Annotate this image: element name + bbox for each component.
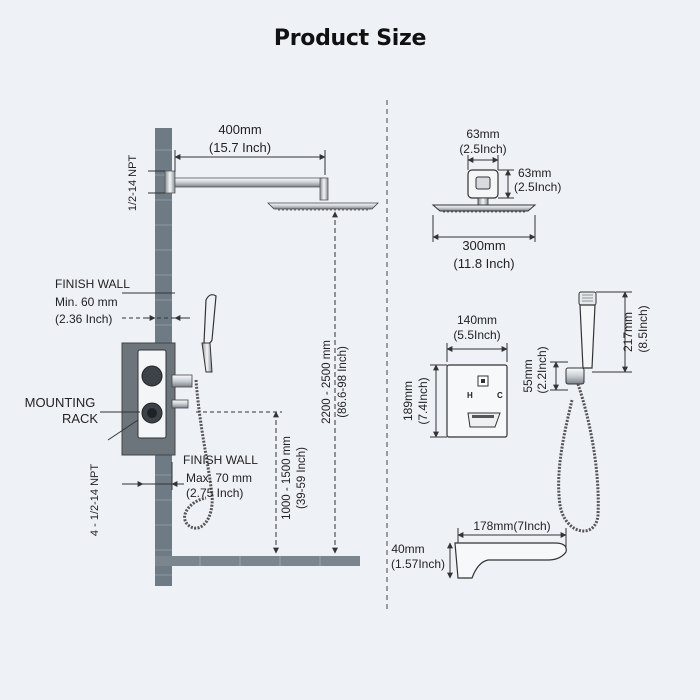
valve-mounting-box bbox=[121, 342, 193, 456]
holder-height-label: 55mm bbox=[521, 359, 535, 392]
plate-height-inch-label: (7.4Inch) bbox=[416, 377, 430, 424]
cold-indicator: C bbox=[497, 391, 503, 400]
flange-height-label: 63mm bbox=[518, 166, 551, 180]
flange-width-inch-label: (2.5Inch) bbox=[459, 142, 506, 156]
arm-length-label: 400mm bbox=[218, 122, 261, 137]
max-depth-inch-label: (2.75 Inch) bbox=[186, 486, 243, 500]
left-dimension-lines bbox=[100, 150, 338, 554]
tub-spout bbox=[454, 542, 567, 579]
mounting-rack-label-2: RACK bbox=[62, 411, 98, 426]
mounting-rack-label-1: MOUNTING bbox=[25, 395, 96, 410]
holder-height-inch-label: (2.2Inch) bbox=[535, 346, 549, 393]
hand-shower-front bbox=[557, 291, 600, 533]
hot-indicator: H bbox=[467, 391, 473, 400]
flange-width-label: 63mm bbox=[466, 127, 499, 141]
finish-wall-bottom-label: FINISH WALL bbox=[183, 453, 258, 467]
plate-width-label: 140mm bbox=[457, 313, 497, 327]
hand-shower-height-inch-label: (8.5Inch) bbox=[636, 305, 650, 352]
valve-height-inch-label: (39-59 Inch) bbox=[296, 447, 308, 509]
shower-arm-flange bbox=[467, 169, 499, 206]
rain-shower-head bbox=[164, 170, 379, 211]
plate-height-label: 189mm bbox=[401, 381, 415, 421]
bottom-npt-label: 4 - 1/2-14 NPT bbox=[89, 464, 101, 536]
top-npt-label: 1/2-14 NPT bbox=[127, 155, 139, 212]
arm-length-inch-label: (15.7 Inch) bbox=[209, 140, 271, 155]
head-width-label: 300mm bbox=[462, 238, 505, 253]
valve-trim-plate: H C bbox=[446, 364, 508, 438]
right-dimension-lines bbox=[430, 155, 632, 579]
spout-length-label: 178mm(7Inch) bbox=[473, 519, 550, 533]
flange-height-inch-label: (2.5Inch) bbox=[514, 180, 561, 194]
spout-height-inch-label: (1.57Inch) bbox=[391, 557, 445, 571]
head-height-inch-label: (86.6-98 Inch) bbox=[337, 346, 349, 418]
spout-height-label: 40mm bbox=[391, 542, 424, 556]
max-depth-label: Max. 70 mm bbox=[186, 471, 252, 485]
finish-wall-top-label: FINISH WALL bbox=[55, 277, 130, 291]
min-depth-label: Min. 60 mm bbox=[55, 295, 118, 309]
valve-height-label: 1000 - 1500 mm bbox=[281, 436, 293, 520]
page-title: Product Size bbox=[273, 26, 427, 51]
plate-width-inch-label: (5.5Inch) bbox=[453, 328, 500, 342]
head-width-inch-label: (11.8 Inch) bbox=[453, 256, 514, 271]
rain-shower-head-front bbox=[431, 204, 537, 213]
hand-shower-height-label: 217mm bbox=[621, 312, 635, 352]
hand-shower bbox=[183, 294, 217, 530]
min-depth-inch-label: (2.36 Inch) bbox=[55, 312, 112, 326]
head-height-label: 2200 - 2500 mm bbox=[321, 340, 333, 424]
